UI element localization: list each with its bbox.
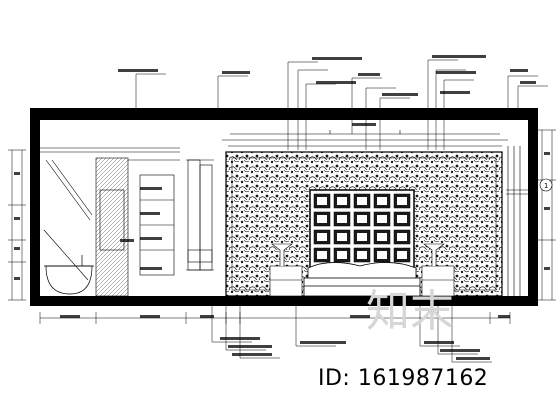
nightstand-right xyxy=(421,243,455,297)
window-zone xyxy=(506,146,528,296)
annotation-text-mark xyxy=(118,69,158,72)
annotation-text-mark xyxy=(14,277,20,280)
headboard-cell-inset xyxy=(357,197,367,205)
room-outline xyxy=(30,108,538,306)
annotation-text-mark xyxy=(140,237,162,240)
annotation-text-mark xyxy=(312,57,362,60)
bathroom-zone xyxy=(40,147,180,297)
annotation-text-mark xyxy=(520,81,536,84)
headboard-cell-inset xyxy=(337,233,347,241)
annotation-text-mark xyxy=(432,55,486,58)
annotation-text-mark xyxy=(498,315,510,318)
headboard-cell-inset xyxy=(357,215,367,223)
headboard-cell-inset xyxy=(377,251,387,259)
annotation-text-mark xyxy=(140,315,160,318)
column xyxy=(186,159,214,271)
annotation-text-mark xyxy=(120,239,134,242)
annotation-text-mark xyxy=(544,267,550,270)
annotation-text-mark xyxy=(14,172,20,175)
annotation-text-mark xyxy=(200,315,214,318)
leader-lines-bottom xyxy=(211,306,492,363)
annotation-text-mark xyxy=(140,212,160,215)
ceiling-detail xyxy=(222,130,508,147)
headboard xyxy=(309,189,415,269)
headboard-cell-inset xyxy=(397,233,407,241)
annotation-text-mark xyxy=(544,152,550,155)
annotation-text-mark xyxy=(358,73,380,76)
headboard-cell-inset xyxy=(337,197,347,205)
annotation-text-mark xyxy=(424,341,454,344)
headboard-cell-inset xyxy=(317,233,327,241)
headboard-cell-inset xyxy=(357,251,367,259)
annotation-text-mark xyxy=(60,315,80,318)
watermark-logo-text: 知末 xyxy=(366,286,454,337)
annotation-text-mark xyxy=(232,353,272,356)
headboard-cell-inset xyxy=(317,197,327,205)
headboard-cell-inset xyxy=(377,233,387,241)
annotation-text-mark xyxy=(440,349,480,352)
annotation-text-mark xyxy=(510,69,528,72)
annotation-text-mark xyxy=(140,187,162,190)
watermark-logo: 知末 xyxy=(362,280,502,340)
headboard-cell-inset xyxy=(337,251,347,259)
elevation-tag-1: 1 xyxy=(539,178,553,192)
watermark-id-text: ID: 161987162 xyxy=(318,366,489,391)
headboard-cell-inset xyxy=(397,215,407,223)
annotation-text-mark xyxy=(352,123,376,126)
watermark-id: ID: 161987162 xyxy=(318,366,554,400)
annotation-text-mark xyxy=(220,337,260,340)
annotation-text-mark xyxy=(382,93,418,96)
annotation-text-mark xyxy=(440,91,470,94)
dimension-right xyxy=(538,129,556,301)
headboard-cell-inset xyxy=(337,215,347,223)
leader-lines-top xyxy=(135,59,548,150)
headboard-cell-inset xyxy=(357,233,367,241)
annotation-text-mark xyxy=(140,267,162,270)
elevation-tag-1-label: 1 xyxy=(544,182,548,190)
headboard-cell-inset xyxy=(317,215,327,223)
annotation-text-mark xyxy=(300,341,346,344)
nightstand-left xyxy=(269,243,303,297)
annotation-text-mark xyxy=(350,315,370,318)
headboard-cell-inset xyxy=(397,197,407,205)
annotation-text-mark xyxy=(436,71,476,74)
annotation-text-mark xyxy=(228,345,272,348)
annotation-text-mark xyxy=(14,247,20,250)
annotation-text-mark xyxy=(316,81,356,84)
bathtub xyxy=(44,255,94,295)
headboard-cell-inset xyxy=(377,215,387,223)
annotation-text-mark xyxy=(544,207,550,210)
headboard-cell-inset xyxy=(317,251,327,259)
annotation-text-mark xyxy=(456,357,490,360)
annotation-text-mark xyxy=(14,217,20,220)
headboard-cell-inset xyxy=(377,197,387,205)
headboard-cell-inset xyxy=(397,251,407,259)
annotation-marks xyxy=(14,55,550,360)
bed xyxy=(303,262,421,297)
dimension-left xyxy=(8,149,26,301)
annotation-text-mark xyxy=(222,71,250,74)
